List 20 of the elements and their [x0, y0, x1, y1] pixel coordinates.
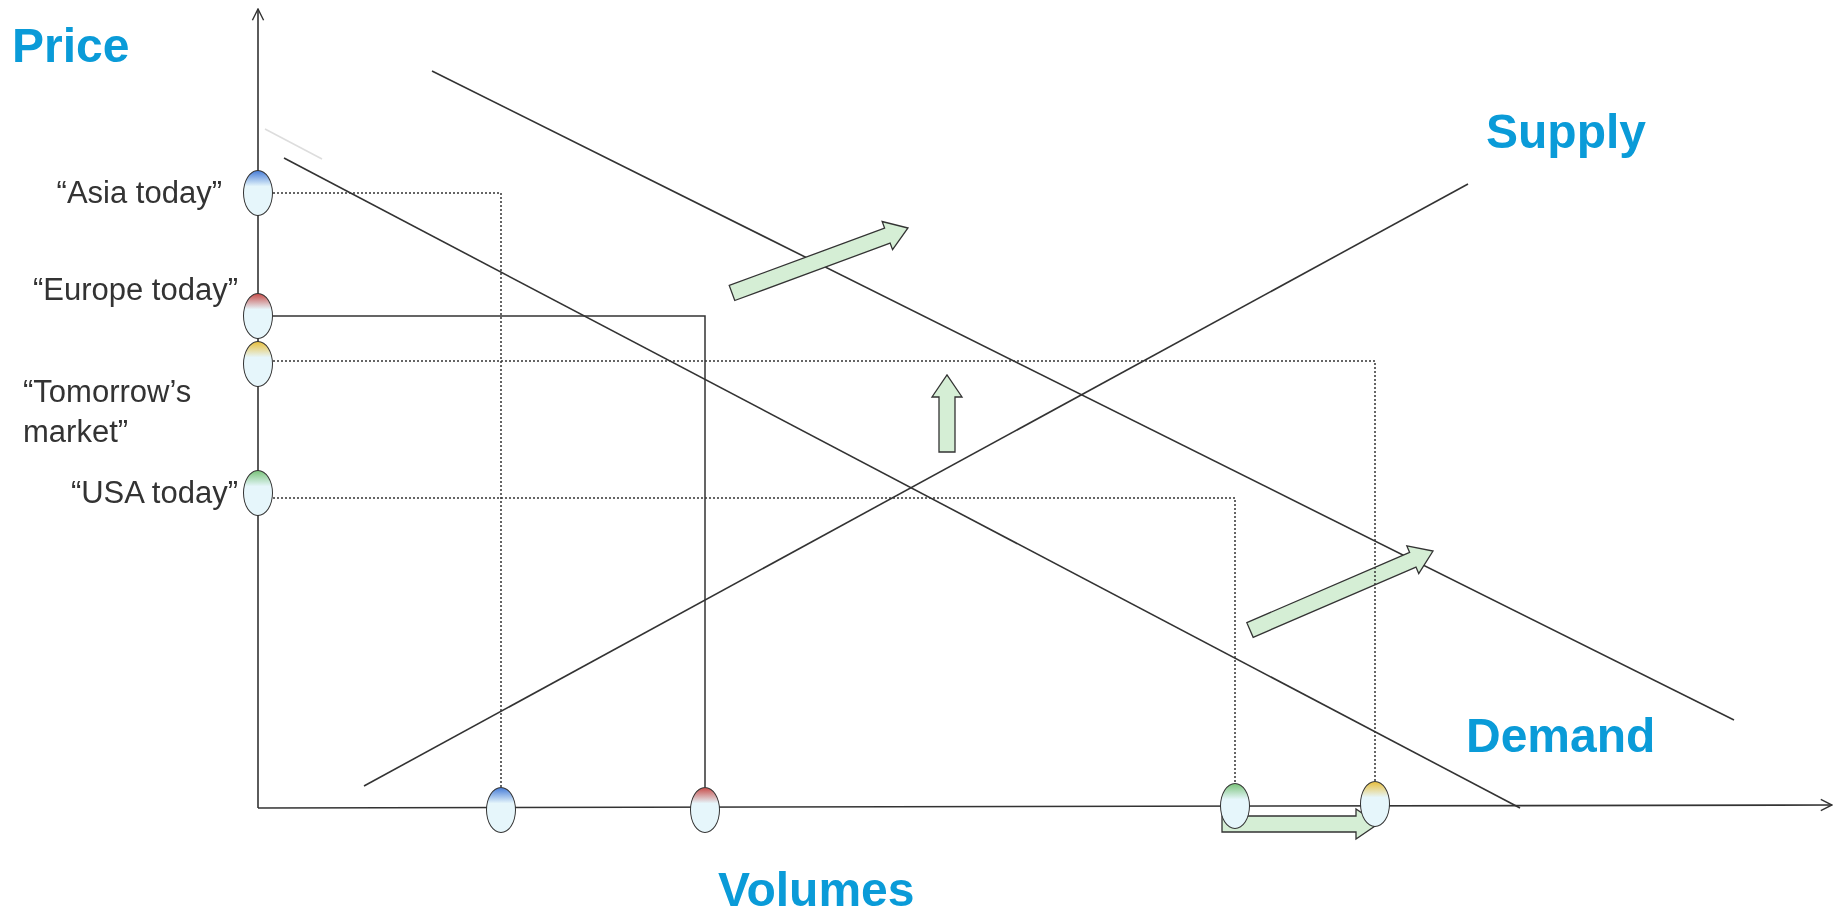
price-level-label: “Asia today”: [56, 173, 222, 212]
ellipse-marker: [243, 170, 273, 216]
axis-title: Volumes: [718, 866, 915, 914]
price-level-label: “Europe today”: [32, 270, 238, 309]
ellipse-marker: [243, 470, 273, 516]
ellipse-marker: [243, 293, 273, 339]
guide-line: [272, 360, 1376, 782]
guide-line: [272, 497, 1236, 784]
ellipse-marker: [690, 787, 720, 833]
axis-title: Price: [12, 22, 130, 70]
curve-label: Demand: [1466, 712, 1656, 760]
ellipse-marker: [243, 341, 273, 387]
guide-line: [272, 192, 502, 788]
guide-line: [272, 315, 706, 788]
price-level-label: “Tomorrow’s market”: [23, 373, 193, 451]
price-level-label: “USA today”: [70, 473, 238, 512]
ellipse-marker: [486, 787, 516, 833]
curve-label: Supply: [1486, 108, 1646, 156]
ellipse-marker: [1360, 781, 1390, 827]
ellipse-marker: [1220, 783, 1250, 829]
